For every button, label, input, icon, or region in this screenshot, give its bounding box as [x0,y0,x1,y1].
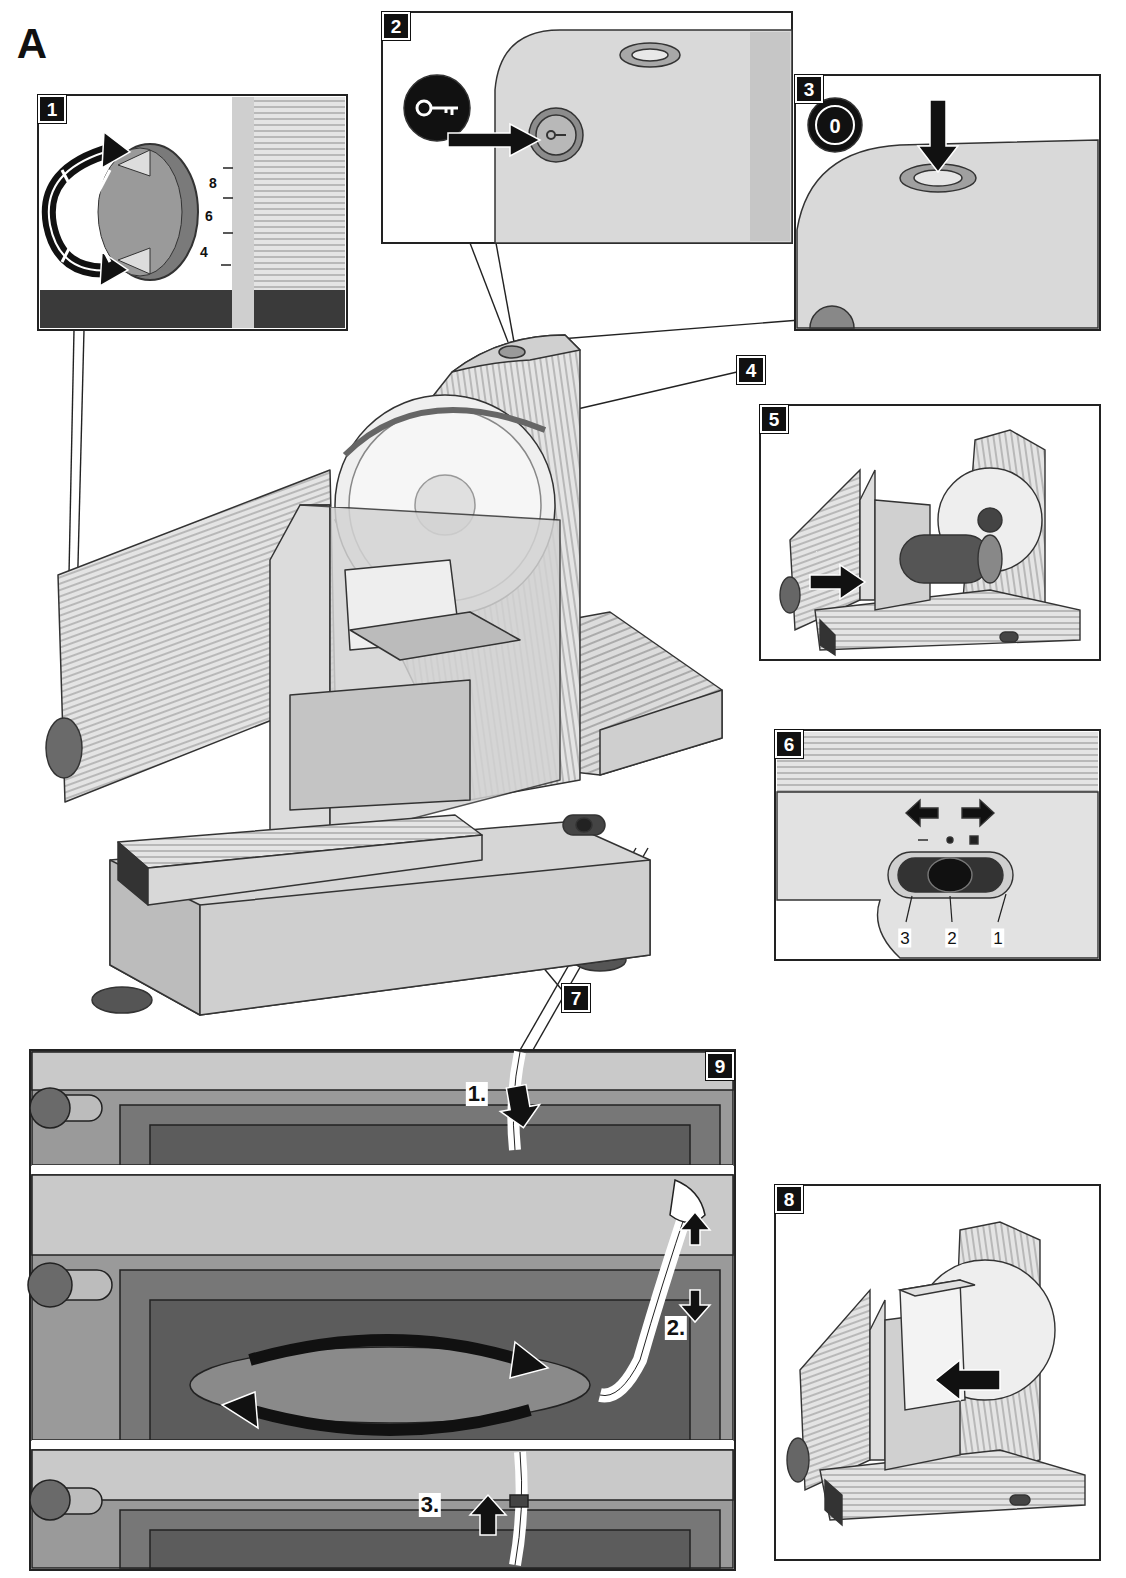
step-number: 2. [665,1316,687,1340]
callout-text: 8 [784,1190,795,1209]
callout-text: 2 [391,17,402,36]
callout-number: 5 [760,405,788,433]
position-number: 3 [898,929,911,948]
position-number: 2 [945,929,958,948]
step-number: 1. [466,1082,488,1106]
callout-number: 6 [775,730,803,758]
callout-text: 3 [804,80,815,99]
callout-number: 7 [562,984,590,1012]
step-number: 3. [419,1493,441,1517]
dial-number: 8 [207,175,219,191]
dial-number: 4 [198,244,210,260]
switch-symbol: 0 [829,116,840,136]
callout-text: 1 [47,100,58,119]
callout-number: 1 [38,95,66,123]
callout-text: 6 [784,735,795,754]
callout-number: 9 [706,1052,734,1080]
figure-letter: A [17,23,47,65]
callout-text: 5 [769,410,780,429]
callout-text: 4 [746,361,757,380]
callout-number: 8 [775,1185,803,1213]
dial-number: 6 [203,208,215,224]
callout-number: 4 [737,356,765,384]
callout-number: 2 [382,12,410,40]
callout-text: 7 [571,989,582,1008]
callout-number: 3 [795,75,823,103]
position-number: 1 [991,929,1004,948]
callout-text: 9 [715,1057,726,1076]
